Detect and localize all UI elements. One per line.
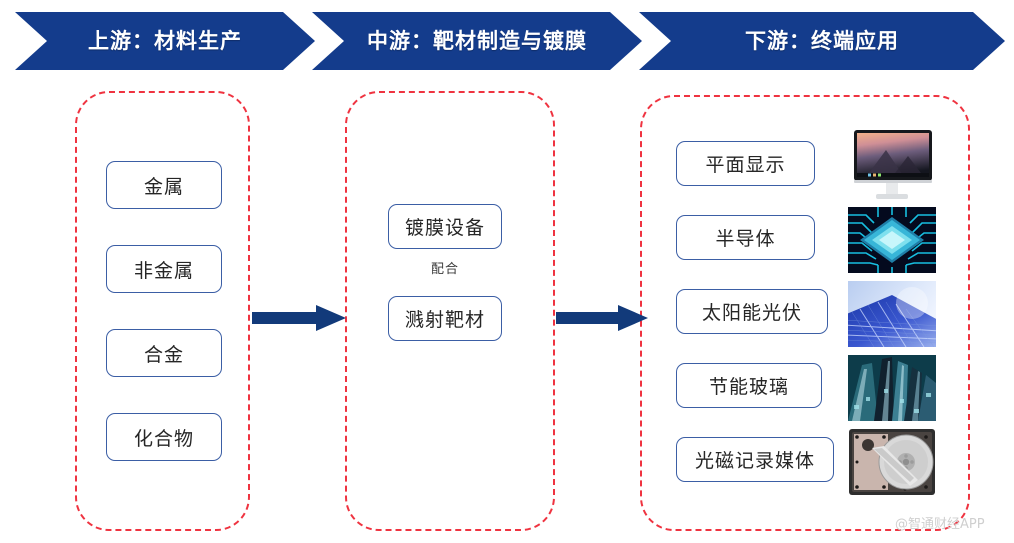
monitor-icon <box>854 130 932 199</box>
stage-banner-upstream-label: 上游：材料生产 <box>88 28 242 53</box>
downstream-item-label: 平面显示 <box>705 154 786 176</box>
glass-skyscraper-icon <box>848 355 936 421</box>
watermark: @智通财经APP <box>895 517 985 532</box>
downstream-item-label: 节能玻璃 <box>708 376 789 398</box>
right-arrow-icon <box>556 305 648 331</box>
monitor-image <box>848 128 936 204</box>
upstream-item-compound[interactable]: 化合物 <box>106 413 222 461</box>
upstream-item-label: 合金 <box>143 343 184 366</box>
downstream-item-label: 太阳能光伏 <box>701 302 802 324</box>
right-arrow-icon <box>252 305 346 331</box>
midstream-item-label: 镀膜设备 <box>404 217 485 239</box>
chip-image <box>848 207 936 273</box>
arrow-upstream-to-midstream <box>252 303 346 333</box>
downstream-item-label: 半导体 <box>715 228 776 250</box>
upstream-item-label: 化合物 <box>133 427 194 450</box>
downstream-item-flat-panel-display[interactable]: 平面显示 <box>676 141 815 186</box>
solar-panel-image <box>848 281 936 347</box>
stage-banner-midstream: 中游：靶材制造与镀膜 <box>312 12 642 70</box>
arrow-midstream-to-downstream <box>556 303 648 333</box>
stage-banner-midstream-label: 中游：靶材制造与镀膜 <box>367 28 587 53</box>
stage-banner-downstream-label: 下游：终端应用 <box>745 28 899 53</box>
downstream-item-energy-saving-glass[interactable]: 节能玻璃 <box>676 363 822 408</box>
downstream-item-magneto-optical-media[interactable]: 光磁记录媒体 <box>676 437 834 482</box>
stage-banner-downstream: 下游：终端应用 <box>639 12 1005 70</box>
glass-building-image <box>848 355 936 421</box>
midstream-item-sputtering-target[interactable]: 溅射靶材 <box>388 296 502 341</box>
midstream-item-coating-equipment[interactable]: 镀膜设备 <box>388 204 502 249</box>
semiconductor-chip-icon <box>848 207 936 273</box>
downstream-item-label: 光磁记录媒体 <box>694 450 815 472</box>
midstream-item-label: 溅射靶材 <box>404 309 485 331</box>
downstream-panel <box>640 95 970 531</box>
upstream-item-label: 金属 <box>143 175 184 198</box>
upstream-item-metal[interactable]: 金属 <box>106 161 222 209</box>
upstream-item-alloy[interactable]: 合金 <box>106 329 222 377</box>
upstream-item-nonmetal[interactable]: 非金属 <box>106 245 222 293</box>
upstream-item-label: 非金属 <box>133 259 194 282</box>
upstream-panel <box>75 91 250 531</box>
hard-disk-image <box>848 428 936 496</box>
downstream-item-solar-pv[interactable]: 太阳能光伏 <box>676 289 828 334</box>
downstream-item-semiconductor[interactable]: 半导体 <box>676 215 815 260</box>
stage-banner-upstream: 上游：材料生产 <box>15 12 315 70</box>
hard-disk-icon <box>849 429 935 495</box>
solar-panel-icon <box>848 281 936 347</box>
midstream-panel <box>345 91 555 531</box>
midstream-connector-note: 配合 <box>430 262 459 277</box>
